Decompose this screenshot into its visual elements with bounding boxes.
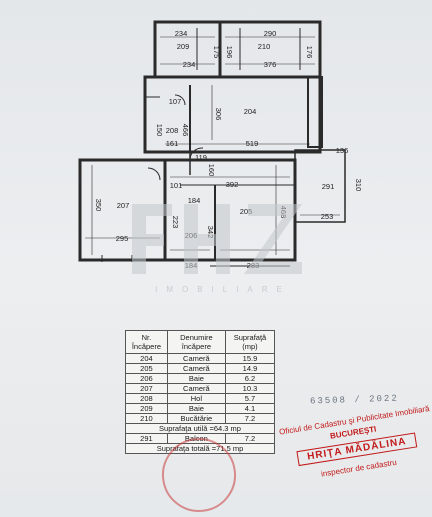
room-name-cell: Bucătărie	[166, 413, 226, 424]
area-table: Nr. Încăpere Denumire încăpere Suprafaţă…	[125, 330, 276, 454]
room-name-cell: Hol	[166, 393, 226, 404]
column-header: Nr. Încăpere	[125, 330, 168, 354]
room-number: 210	[258, 42, 271, 51]
room-area-cell: 7.2	[224, 433, 276, 444]
balcony-outline	[294, 149, 346, 223]
room-area-cell: 14.9	[224, 363, 276, 374]
dimension-label: 176	[305, 46, 314, 59]
room-number: 208	[166, 126, 179, 135]
useful-area-row: Suprafaţa utilă =64.3 mp	[125, 423, 275, 434]
dimension-label: 295	[116, 234, 129, 243]
dimension-label: 342	[206, 226, 215, 239]
room-area-cell: 6.2	[224, 373, 276, 384]
room-name-cell: Cameră	[166, 353, 226, 364]
room-nr-cell: 204	[125, 353, 168, 364]
room-nr-cell: 209	[125, 403, 168, 414]
dimension-label: 150	[155, 124, 164, 137]
dimension-label: 119	[195, 153, 207, 162]
room-nr-cell: 205	[125, 363, 168, 374]
room-area-cell: 5.7	[224, 393, 276, 404]
dimension-label: 161	[166, 139, 179, 148]
room-name-cell: Baie	[166, 373, 226, 384]
dimension-label: 107	[169, 97, 182, 106]
dimension-label: 160	[207, 164, 216, 177]
room-name-cell: Cameră	[166, 383, 226, 394]
cadastre-stamp: Oficiul de Cadastru şi Publicitate Imobi…	[277, 397, 432, 491]
room-number: 207	[117, 201, 130, 210]
table-row: 207 Cameră 10.3	[125, 383, 276, 394]
room-nr-cell: 206	[125, 373, 168, 384]
table-row: 209 Baie 4.1	[125, 403, 276, 414]
dimension-label: 184	[188, 196, 201, 205]
dimension-label: 196	[225, 46, 234, 59]
room-number: 209	[177, 42, 190, 51]
room-number: 205	[240, 207, 253, 216]
table-row: 210 Bucătărie 7.2	[125, 413, 276, 424]
table-row: 206 Baie 6.2	[125, 373, 276, 384]
column-header: Suprafaţă (mp)	[224, 330, 276, 354]
dimension-label: 253	[321, 212, 334, 221]
dimension-label: 306	[214, 108, 223, 121]
useful-area-total: Suprafaţa utilă =64.3 mp	[125, 423, 275, 434]
room-area-cell: 7.2	[224, 413, 276, 424]
dimension-label: 519	[246, 139, 259, 148]
table-row: 208 Hol 5.7	[125, 393, 276, 404]
total-area-row: Suprafaţa totală =71.5 mp	[125, 443, 275, 454]
dimension-label: 234	[183, 60, 196, 69]
watermark-caption: IMOBILIARE	[155, 285, 291, 294]
dimension-label: 376	[264, 60, 277, 69]
dimension-label: 310	[354, 179, 363, 192]
table-row: 205 Cameră 14.9	[125, 363, 276, 374]
dimension-label: 290	[264, 29, 277, 38]
middle-wall-block	[143, 75, 322, 154]
watermark-logo	[132, 204, 302, 274]
grand-area-total: Suprafaţa totală =71.5 mp	[125, 443, 275, 454]
room-nr-cell: 291	[125, 433, 168, 444]
room-area-cell: 4.1	[224, 403, 276, 414]
room-nr-cell: 210	[125, 413, 168, 424]
room-number: 291	[322, 182, 335, 191]
room-number: 204	[244, 107, 257, 116]
dimension-label: 350	[94, 199, 103, 212]
column-header: Denumire încăpere	[166, 330, 226, 354]
dimension-label: 234	[175, 29, 188, 38]
room-nr-cell: 208	[125, 393, 168, 404]
dimension-label: 223	[171, 216, 180, 229]
dimension-label: 175	[212, 46, 221, 59]
room-name-cell: Cameră	[166, 363, 226, 374]
table-row: 204 Cameră 15.9	[125, 353, 276, 364]
room-area-cell: 15.9	[224, 353, 276, 364]
room-name-cell: Baie	[166, 403, 226, 414]
dimension-label: 392	[226, 180, 239, 189]
room-nr-cell: 207	[125, 383, 168, 394]
dimension-label: 101	[170, 181, 183, 190]
room-area-cell: 10.3	[224, 383, 276, 394]
dimension-label: 466	[181, 124, 190, 137]
dimension-label: 136	[336, 146, 349, 155]
